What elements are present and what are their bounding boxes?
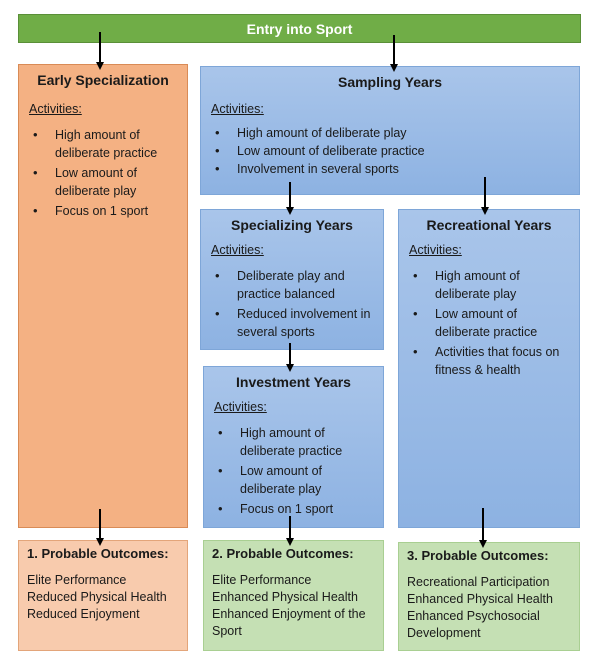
- list-item: High amount of deliberate play: [409, 267, 571, 303]
- list-item: Reduced involvement in several sports: [211, 305, 375, 341]
- list-item: Activities that focus on fitness & healt…: [409, 343, 571, 379]
- outcome-item: Reduced Physical Health: [27, 590, 167, 604]
- recreational-years-box: Recreational Years Activities: High amou…: [398, 209, 580, 528]
- outcome-title: 2. Probable Outcomes:: [212, 546, 354, 561]
- specializing-years-box: Specializing Years Activities: Deliberat…: [200, 209, 384, 350]
- outcome-item: Enhanced Physical Health: [407, 592, 553, 606]
- outcome-item: Enhanced Psychosocial Development: [407, 609, 540, 640]
- list-item: Low amount of deliberate practice: [211, 142, 571, 160]
- list-item: Focus on 1 sport: [29, 202, 179, 220]
- list-item: High amount of deliberate practice: [29, 126, 179, 162]
- early-specialization-box: Early Specialization Activities: High am…: [18, 64, 188, 528]
- outcome-title: 3. Probable Outcomes:: [407, 548, 549, 563]
- sampling-years-title: Sampling Years: [337, 74, 442, 90]
- specializing-years-title: Specializing Years: [231, 217, 353, 233]
- outcome-item: Reduced Enjoyment: [27, 607, 140, 621]
- outcome-item: Enhanced Physical Health: [212, 590, 358, 604]
- entry-label: Entry into Sport: [246, 20, 353, 37]
- outcome-item: Enhanced Enjoyment of the Sport: [212, 607, 366, 638]
- outcome-box-early: 1. Probable Outcomes: Elite Performance …: [18, 540, 188, 651]
- list-item: Low amount of deliberate play: [214, 462, 375, 498]
- early-activities-label: Activities:: [29, 102, 82, 116]
- list-item: Low amount of deliberate play: [29, 164, 179, 200]
- outcome-title: 1. Probable Outcomes:: [27, 546, 169, 561]
- list-item: High amount of deliberate play: [211, 124, 571, 142]
- list-item: Low amount of deliberate practice: [409, 305, 571, 341]
- early-specialization-title: Early Specialization: [37, 72, 169, 88]
- early-activities-list: High amount of deliberate practice Low a…: [19, 126, 187, 220]
- investment-activities-list: High amount of deliberate practice Low a…: [204, 424, 383, 518]
- recreational-activities-label: Activities:: [409, 243, 462, 257]
- entry-into-sport-banner: Entry into Sport: [18, 14, 581, 43]
- sampling-activities-list: High amount of deliberate play Low amoun…: [201, 124, 579, 178]
- outcome-box-recreational: 3. Probable Outcomes: Recreational Parti…: [398, 542, 580, 651]
- list-item: Deliberate play and practice balanced: [211, 267, 375, 303]
- investment-years-box: Investment Years Activities: High amount…: [203, 366, 384, 528]
- list-item: Focus on 1 sport: [214, 500, 375, 518]
- outcome-box-investment: 2. Probable Outcomes: Elite Performance …: [203, 540, 384, 651]
- specializing-activities-label: Activities:: [211, 243, 264, 257]
- sampling-activities-label: Activities:: [211, 102, 264, 116]
- list-item: High amount of deliberate practice: [214, 424, 375, 460]
- outcome-item: Elite Performance: [27, 573, 127, 587]
- list-item: Involvement in several sports: [211, 160, 571, 178]
- specializing-activities-list: Deliberate play and practice balanced Re…: [201, 267, 383, 341]
- recreational-years-title: Recreational Years: [426, 217, 552, 233]
- recreational-activities-list: High amount of deliberate play Low amoun…: [399, 267, 579, 379]
- outcome-list: Elite Performance Enhanced Physical Heal…: [212, 572, 383, 640]
- outcome-item: Recreational Participation: [407, 575, 550, 589]
- investment-years-title: Investment Years: [236, 374, 351, 390]
- investment-activities-label: Activities:: [214, 400, 267, 414]
- sampling-years-box: Sampling Years Activities: High amount o…: [200, 66, 580, 195]
- outcome-list: Elite Performance Reduced Physical Healt…: [27, 572, 187, 623]
- outcome-item: Elite Performance: [212, 573, 312, 587]
- outcome-list: Recreational Participation Enhanced Phys…: [407, 574, 579, 642]
